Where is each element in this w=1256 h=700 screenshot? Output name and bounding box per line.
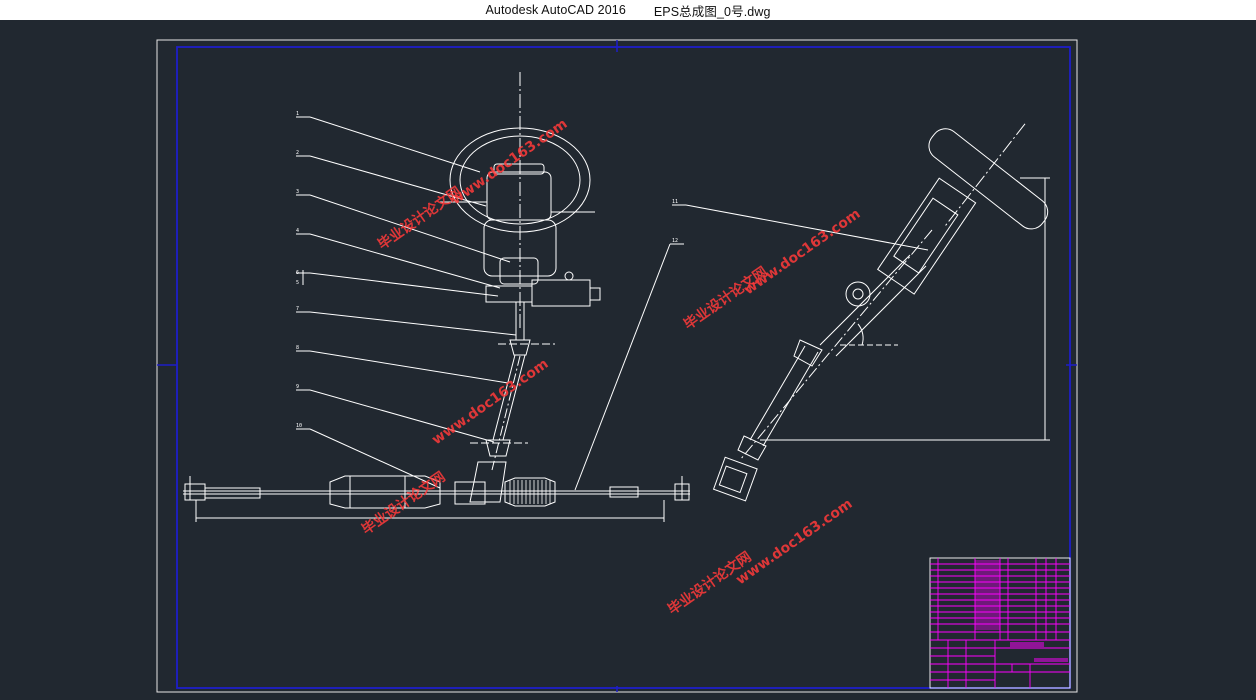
balloon-1: 1 (296, 111, 299, 117)
watermark-url: www.doc163.com (448, 116, 570, 208)
balloon-9: 9 (296, 384, 299, 390)
watermark-url: www.doc163.com (429, 356, 551, 448)
file-name: EPS总成图_0号.dwg (653, 4, 771, 19)
balloon-3: 3 (296, 189, 299, 195)
balloon-2: 2 (296, 150, 299, 156)
drawing-canvas[interactable]: 1 2 3 4 5 6 7 8 9 10 11 12 (0, 20, 1256, 700)
balloon-6: 6 (296, 270, 299, 276)
watermark-cn: 毕业设计论文网 (359, 468, 449, 538)
watermark-url: www.doc163.com (733, 496, 855, 588)
watermark-cn: 毕业设计论文网 (681, 263, 771, 333)
left-assembly-view (183, 72, 690, 522)
balloon-5: 5 (296, 280, 299, 286)
balloon-8: 8 (296, 345, 299, 351)
balloon-4: 4 (296, 228, 299, 234)
balloon-11: 11 (672, 199, 678, 205)
window-title-bar: Autodesk AutoCAD 2016 EPS总成图_0号.dwg (0, 0, 1256, 20)
balloon-7: 7 (296, 306, 299, 312)
balloon-10: 10 (296, 423, 302, 429)
title-block (929, 557, 1071, 689)
frame-center-marks (157, 40, 1077, 692)
balloon-labels: 1 2 3 4 5 6 7 8 9 10 11 12 (296, 111, 678, 429)
balloon-12: 12 (672, 238, 678, 244)
inner-frame (176, 46, 1071, 689)
right-section-view (672, 123, 1050, 502)
app-name: Autodesk AutoCAD 2016 (485, 3, 626, 17)
